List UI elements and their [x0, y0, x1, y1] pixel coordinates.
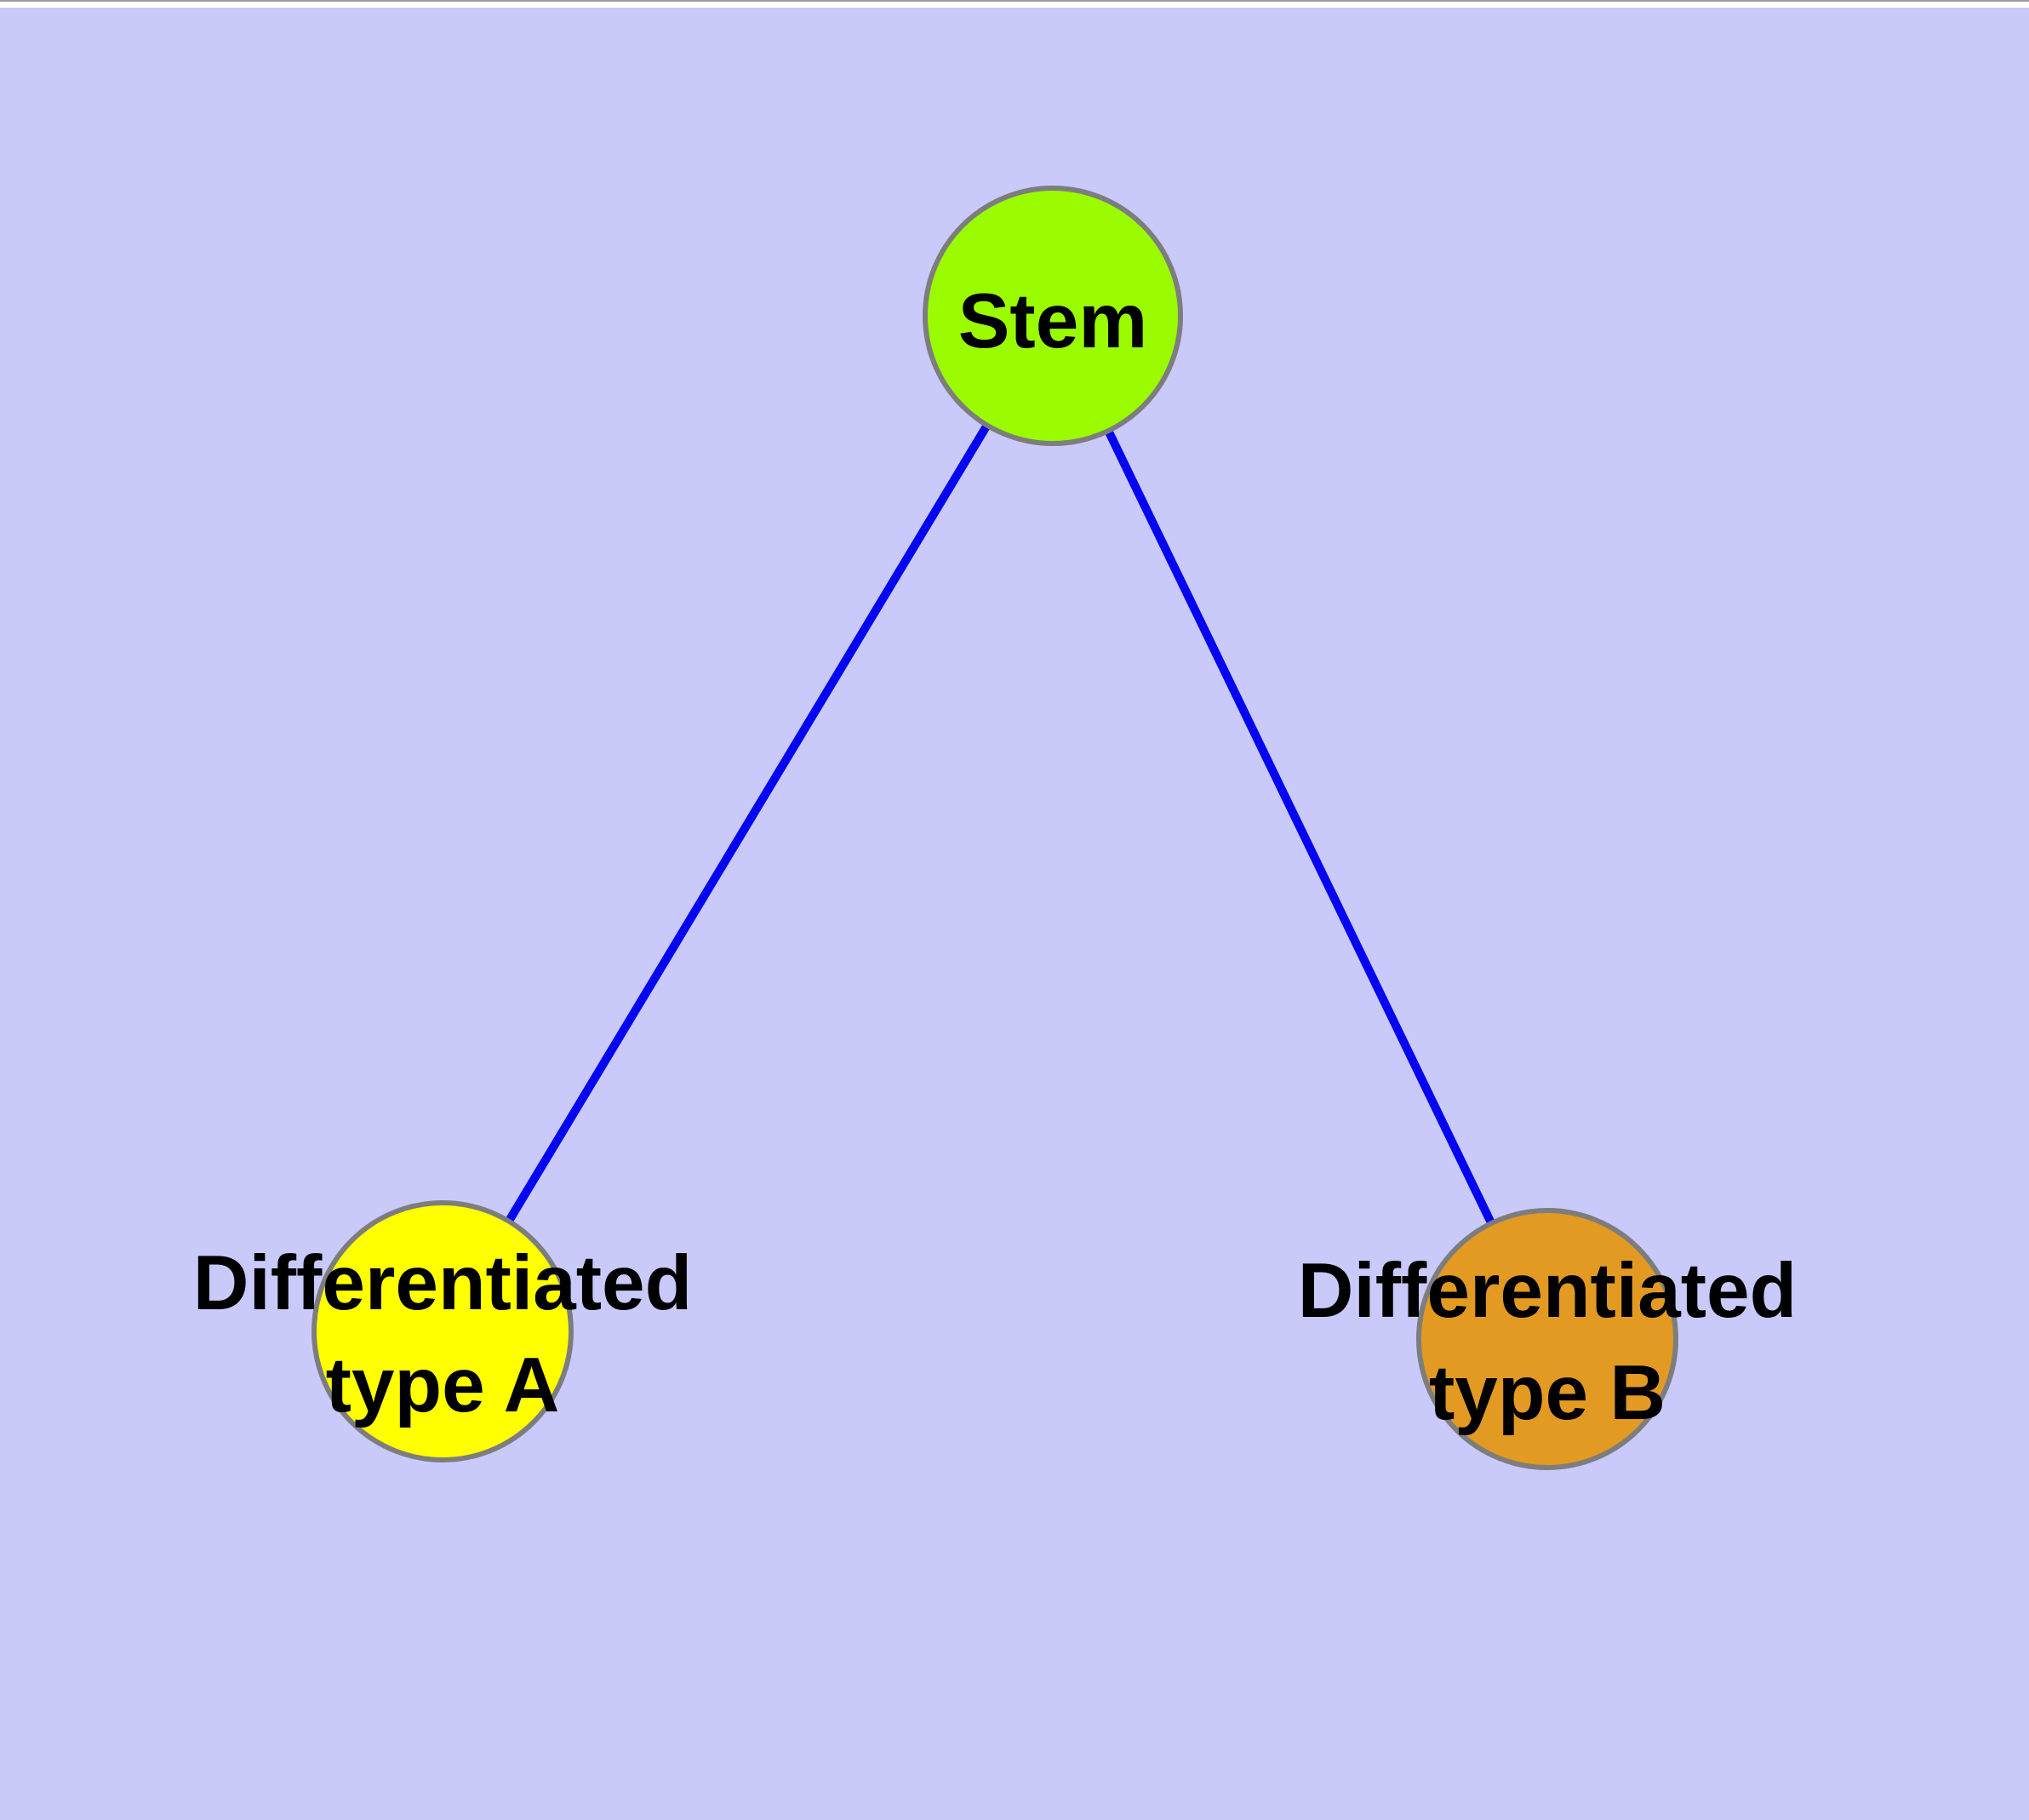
node-type-b-label-line2: type B — [1429, 1350, 1666, 1436]
top-edge-strip — [0, 0, 2029, 8]
node-stem-circle — [923, 186, 1183, 446]
node-type-a-circle — [311, 1200, 574, 1462]
edge-stem-to-type-b — [1049, 313, 1552, 1342]
node-type-b-circle — [1416, 1208, 1678, 1470]
edge-stem-to-type-a — [438, 313, 1057, 1334]
node-stem-label: Stem — [958, 278, 1148, 364]
node-type-a-label-line2: type A — [326, 1342, 560, 1428]
node-type-b-label-line1: Differentiated — [1298, 1248, 1798, 1334]
node-type-a-label-line1: Differentiated — [193, 1240, 693, 1326]
